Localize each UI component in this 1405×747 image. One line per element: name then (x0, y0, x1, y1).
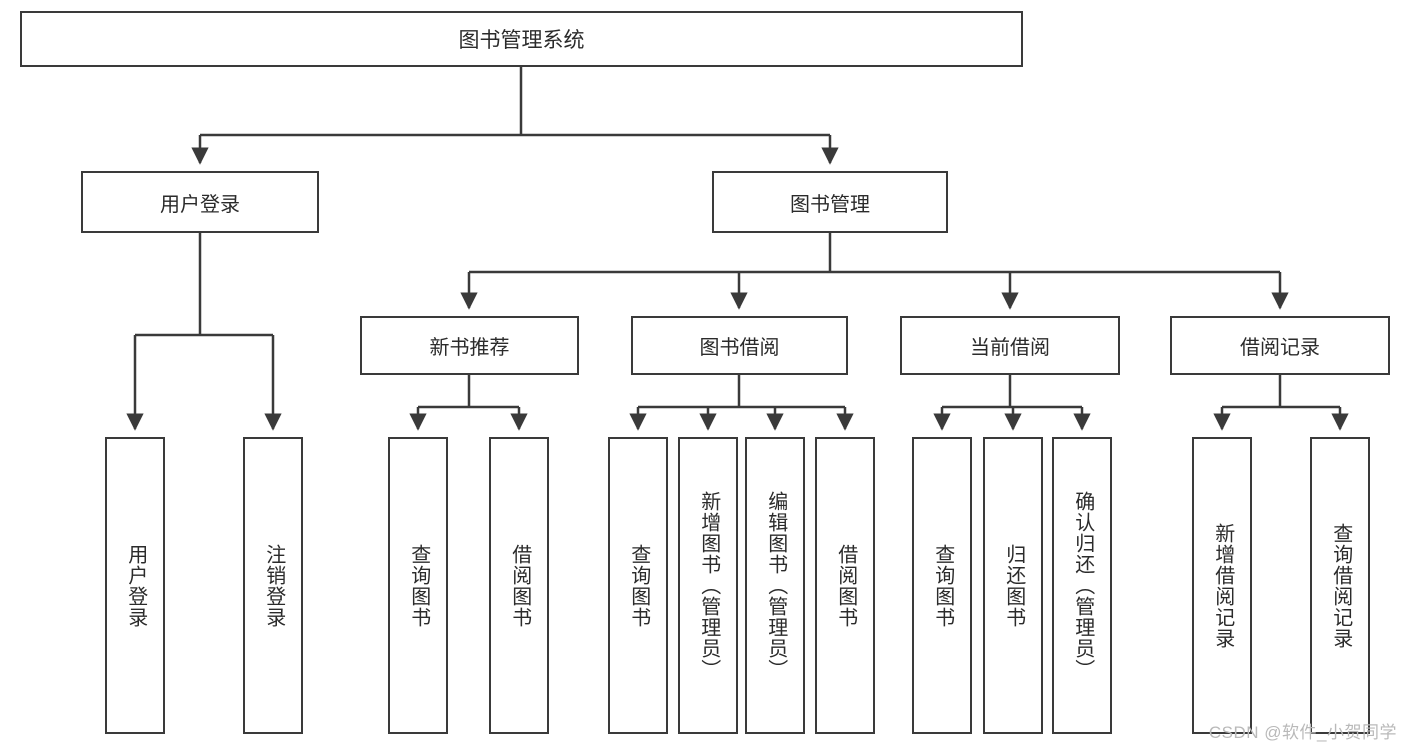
leaf-node[interactable]: 注销登录 (243, 437, 303, 734)
leaf-node-label: 归还图书 (1002, 543, 1025, 628)
leaf-node-label: 编辑图书（管理员） (764, 491, 787, 680)
node-root-label: 图书管理系统 (458, 29, 585, 52)
leaf-node-label: 新增借阅记录 (1211, 522, 1234, 649)
leaf-node[interactable]: 归还图书 (983, 437, 1043, 734)
leaf-node[interactable]: 借阅图书 (489, 437, 549, 734)
leaf-node[interactable]: 查询图书 (608, 437, 668, 734)
node-user-login[interactable]: 用户登录 (81, 171, 319, 233)
leaf-node[interactable]: 查询图书 (388, 437, 448, 734)
leaf-node-label: 确认归还（管理员） (1071, 491, 1094, 680)
leaf-node-label: 查询图书 (931, 543, 954, 628)
node-borrow-record-label: 借阅记录 (1240, 337, 1320, 359)
leaf-node-label: 借阅图书 (508, 543, 531, 628)
node-book-borrow-label: 图书借阅 (699, 337, 780, 359)
leaf-node[interactable]: 确认归还（管理员） (1052, 437, 1112, 734)
leaf-node[interactable]: 新增借阅记录 (1192, 437, 1252, 734)
leaf-node-label: 借阅图书 (834, 543, 857, 628)
leaf-node[interactable]: 借阅图书 (815, 437, 875, 734)
leaf-node[interactable]: 新增图书（管理员） (678, 437, 738, 734)
leaf-node-label: 查询借阅记录 (1329, 522, 1352, 649)
node-new-book-recommend-label: 新书推荐 (429, 337, 510, 359)
node-book-borrow[interactable]: 图书借阅 (631, 316, 848, 375)
node-book-management[interactable]: 图书管理 (712, 171, 948, 233)
leaf-node[interactable]: 编辑图书（管理员） (745, 437, 805, 734)
leaf-node-label: 查询图书 (407, 543, 430, 628)
leaf-node-label: 新增图书（管理员） (697, 491, 720, 680)
node-user-login-label: 用户登录 (160, 193, 240, 216)
leaf-node[interactable]: 查询图书 (912, 437, 972, 734)
leaf-node[interactable]: 查询借阅记录 (1310, 437, 1370, 734)
leaf-node[interactable]: 用户登录 (105, 437, 165, 734)
leaf-node-label: 查询图书 (627, 543, 650, 628)
node-root[interactable]: 图书管理系统 (20, 11, 1023, 67)
leaf-node-label: 用户登录 (124, 543, 147, 628)
node-new-book-recommend[interactable]: 新书推荐 (360, 316, 579, 375)
node-current-borrow-label: 当前借阅 (970, 337, 1050, 359)
node-current-borrow[interactable]: 当前借阅 (900, 316, 1120, 375)
node-book-management-label: 图书管理 (790, 193, 870, 216)
node-borrow-record[interactable]: 借阅记录 (1170, 316, 1390, 375)
leaf-node-label: 注销登录 (262, 543, 285, 628)
